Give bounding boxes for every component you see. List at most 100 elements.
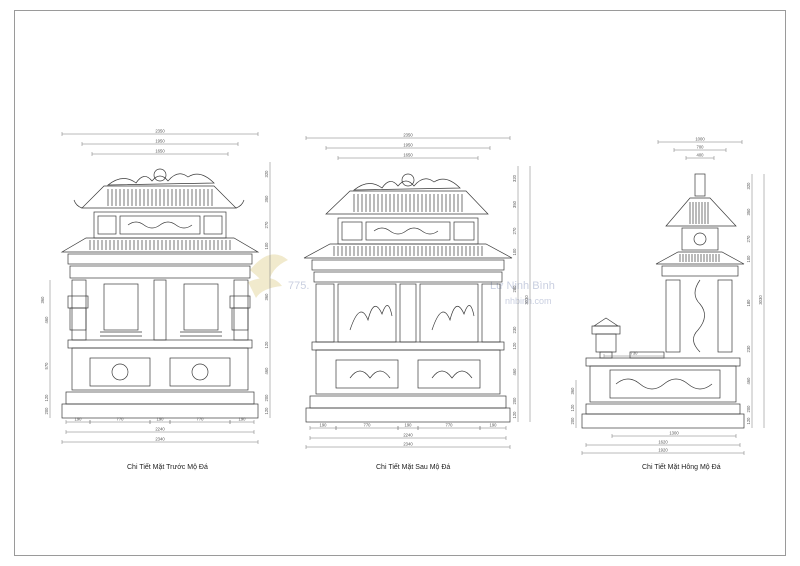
lantern-right-cap (229, 295, 251, 309)
dimension-label: 190 (239, 417, 247, 422)
dimension-label: 1300 (669, 431, 679, 436)
pillar-outer-right (481, 283, 501, 343)
side-lower-roof-tiles (679, 254, 720, 262)
side-lantern-cap (591, 325, 621, 335)
side-pillar-left (665, 279, 681, 353)
dimension-label: 100 (512, 248, 517, 256)
lantern-right-body (231, 307, 249, 331)
dimension-label: 190 (320, 423, 328, 428)
main-beam (67, 253, 253, 265)
dimension-label: 460 (44, 316, 49, 324)
pillar-center (399, 283, 417, 343)
dimension-label: 230 (512, 326, 517, 334)
dimension-label: 2240 (155, 427, 165, 432)
altar-panel-left (335, 359, 399, 389)
dimension-label: 570 (44, 362, 49, 370)
watermark-phone: 775. (288, 280, 310, 292)
altar-top-slab (311, 341, 505, 351)
dimension-label: 2240 (403, 433, 413, 438)
dimension-label: 200 (264, 394, 269, 402)
finial-medallion (153, 168, 167, 182)
base-carved-band (309, 395, 507, 409)
side-wave-carving (615, 378, 713, 390)
dimension-label: 730 (631, 351, 639, 356)
upper-frieze-carving (373, 227, 439, 235)
lower-roof (303, 243, 513, 259)
dimension-label: 120 (44, 394, 49, 402)
finial-medallion (401, 173, 415, 187)
upper-roof (81, 185, 237, 209)
side-elevation-drawing (581, 173, 745, 429)
upper-roof-tiles (353, 194, 463, 212)
side-lower-roof (655, 251, 745, 265)
dimension-label: 1950 (155, 139, 165, 144)
dimension-label: 270 (512, 227, 517, 235)
altar-lotus-left (349, 370, 391, 379)
stele-left (103, 283, 139, 331)
lower-roof-tiles (89, 240, 231, 250)
dimension-label: 1650 (155, 149, 165, 154)
beam-fret-band (313, 271, 503, 283)
dimension-label: 120 (264, 407, 269, 415)
pillar-outer-left (71, 279, 87, 341)
upper-frieze-panel-right (453, 221, 475, 241)
front-elevation-drawing (60, 168, 260, 419)
upper-roof-curl-left (73, 199, 83, 209)
upper-roof-curl-right (235, 199, 245, 209)
side-upper-roof-tiles (689, 202, 709, 224)
dimension-label: 460 (264, 367, 269, 375)
side-carved-panel (609, 369, 721, 399)
side-frieze-medallion (693, 232, 707, 246)
side-pillar-right (717, 279, 733, 353)
carved-panel-left (337, 283, 397, 343)
pillar-outer-right (233, 279, 249, 341)
altar-top-slab (67, 339, 253, 349)
dimension-label: 180 (746, 299, 751, 307)
dimension-label: 2340 (155, 437, 165, 442)
dimension-label: 1000 (695, 137, 705, 142)
dimension-label: 770 (117, 417, 125, 422)
upper-frieze-panel-left (97, 215, 117, 235)
upper-frieze-panel-left (341, 221, 363, 241)
roof-finial-ornament (352, 178, 461, 191)
altar-panel-right (169, 357, 231, 387)
dimension-label: 120 (570, 404, 575, 412)
upper-frieze-panel-center (365, 221, 451, 241)
dimension-label: 770 (446, 423, 454, 428)
dimension-label: 270 (264, 221, 269, 229)
dimension-label: 270 (746, 235, 751, 243)
altar-medallion-right (191, 363, 209, 381)
dimension-label: 2350 (155, 129, 165, 134)
dimension-label: 190 (75, 417, 83, 422)
altar-panel-left (89, 357, 151, 387)
dimension-label: 120 (746, 417, 751, 425)
altar-lotus-right (431, 370, 473, 379)
side-finial (694, 173, 706, 197)
dimension-label: 3030 (524, 295, 529, 305)
dimension-label: 460 (746, 377, 751, 385)
dimension-label: 3030 (758, 295, 763, 305)
dimension-label: 280 (512, 285, 517, 293)
watermark-logo (248, 254, 288, 298)
dimension-label: 770 (364, 423, 372, 428)
dimension-label: 320 (512, 174, 517, 182)
lower-roof-tiles (333, 246, 483, 256)
stele-right-base (180, 331, 222, 337)
lotus-carving-right (431, 305, 475, 331)
dimension-label: 1950 (403, 143, 413, 148)
dimension-label: 770 (197, 417, 205, 422)
base-fret-plinth (305, 407, 511, 423)
side-top-slab (585, 357, 741, 367)
dimension-label: 200 (570, 417, 575, 425)
dimension-label: 400 (697, 153, 705, 158)
dimension-label: 230 (746, 345, 751, 353)
lantern-left-body (69, 307, 87, 331)
beam-fret-band (69, 265, 251, 279)
dimension-label: 360 (570, 387, 575, 395)
dimension-label: 1650 (403, 153, 413, 158)
upper-roof (325, 190, 489, 215)
watermark-shop-name: Lư Ninh Bình (490, 280, 555, 292)
carved-panel-right (419, 283, 479, 343)
dimension-lines (49, 132, 765, 455)
